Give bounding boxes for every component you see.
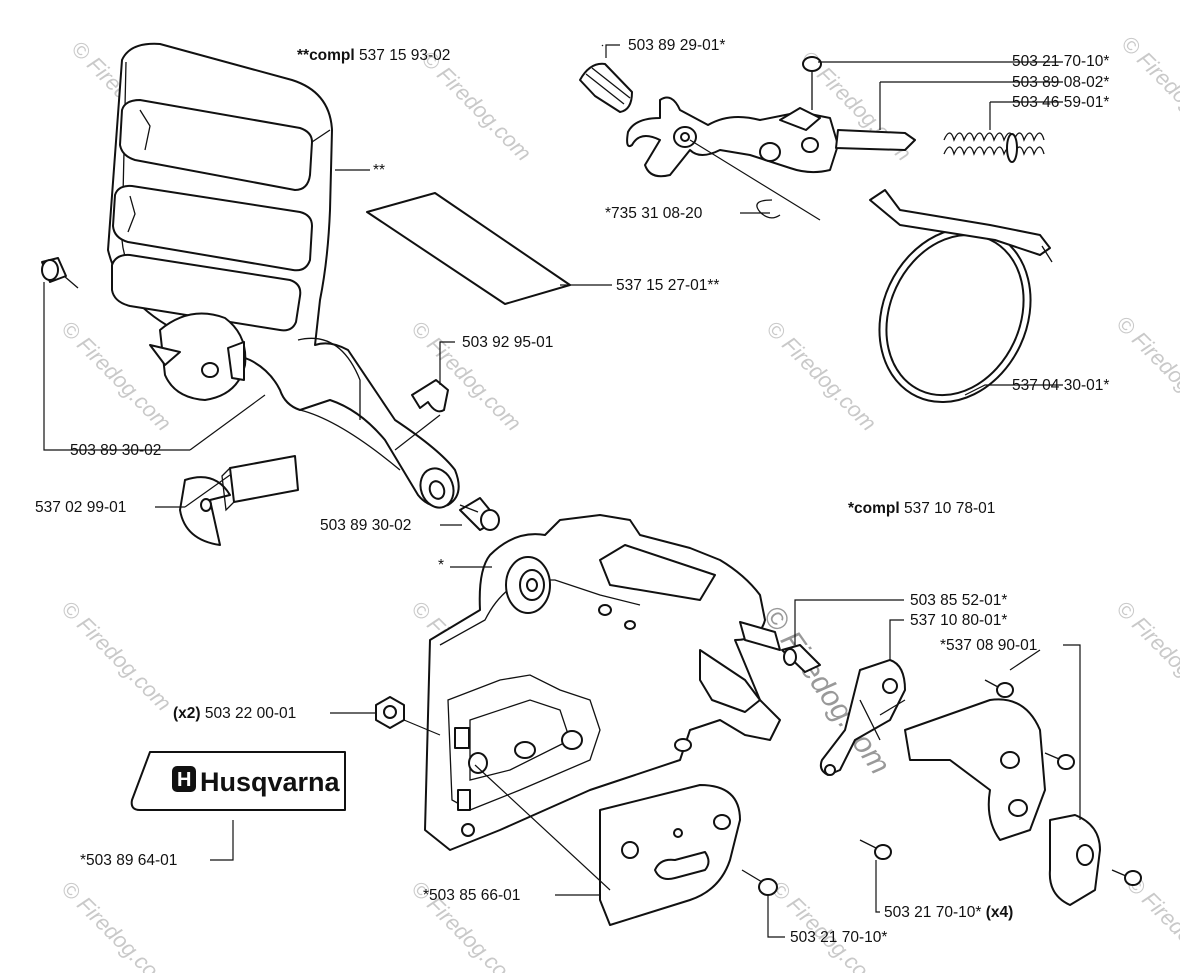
svg-text:H: H — [177, 769, 191, 791]
label-compl-cover: **compl 537 15 93-02 — [297, 47, 450, 64]
label-537043001: 537 04 30-01* — [1012, 377, 1109, 394]
brake-lever-assembly — [579, 56, 1045, 219]
watermark: © Firedog.com — [1116, 31, 1180, 151]
label-503892901: 503 89 29-01* — [628, 37, 725, 54]
part-labels: **compl 537 15 93-02 ** 503 89 29-01* 50… — [35, 37, 1109, 946]
watermark: © Firedog.com — [761, 316, 881, 436]
bolt-503893002-b — [459, 497, 500, 531]
watermark: © Firedog.com — [1111, 311, 1180, 431]
screw-503217010-bottom — [741, 869, 778, 896]
label-cover-marker: ** — [373, 162, 385, 179]
cover-537089001 — [904, 698, 1101, 906]
label-503893002-a: 503 89 30-02 — [70, 442, 161, 459]
spring-503465901 — [943, 132, 1045, 163]
label-537108001: 537 10 80-01* — [910, 612, 1007, 629]
label-537152701: 537 15 27-01** — [616, 277, 719, 294]
clip-503929501 — [411, 379, 449, 413]
bracket-537108001 — [819, 659, 906, 776]
leader-lines — [43, 44, 1081, 938]
label-503217010-top: 503 21 70-10* — [1012, 53, 1109, 70]
screws-503217010-x4 — [859, 679, 1142, 886]
brake-band-537043001 — [869, 189, 1053, 404]
watermark: © Firedog.com — [1121, 871, 1180, 973]
pivot-537029901 — [179, 455, 299, 546]
plate-503856601 — [599, 784, 741, 926]
label-735310820: *735 31 08-20 — [605, 205, 703, 222]
logo-brand-text: Husqvarna — [200, 767, 341, 797]
clutch-cover — [424, 514, 781, 851]
label-503856601: *503 85 66-01 — [423, 887, 520, 904]
bolt-503893002-a — [41, 257, 79, 289]
label-503890802: 503 89 08-02* — [1012, 74, 1109, 91]
watermark: © Firedog.com — [1111, 596, 1180, 716]
label-503465901: 503 46 59-01* — [1012, 94, 1109, 111]
decal-537152701 — [366, 192, 571, 305]
nut-503220001 — [375, 696, 405, 729]
label-503855201: 503 85 52-01* — [910, 592, 1007, 609]
pin-503855201 — [781, 644, 821, 673]
label-brake-marker: * — [438, 557, 444, 574]
label-503893002-b: 503 89 30-02 — [320, 517, 411, 534]
label-537029901: 537 02 99-01 — [35, 499, 126, 516]
watermark: © Firedog.com — [56, 876, 176, 973]
label-503220001: (x2) 503 22 00-01 — [173, 705, 296, 722]
decal-503896401: H Husqvarna — [130, 751, 346, 811]
label-503217010-bottom: 503 21 70-10* — [790, 929, 887, 946]
label-503896401: *503 89 64-01 — [80, 852, 177, 869]
husqvarna-logo-icon — [172, 766, 196, 792]
label-503217010-x4: 503 21 70-10* (x4) — [884, 904, 1013, 921]
watermark: © Firedog.com — [56, 316, 176, 436]
front-hand-guard — [107, 42, 460, 509]
watermark: © Firedog.com — [766, 876, 886, 973]
label-compl-brake: *compl 537 10 78-01 — [848, 500, 995, 517]
label-503929501: 503 92 95-01 — [462, 334, 553, 351]
label-537089001: *537 08 90-01 — [940, 637, 1037, 654]
watermark: © Firedog.com — [56, 596, 176, 716]
